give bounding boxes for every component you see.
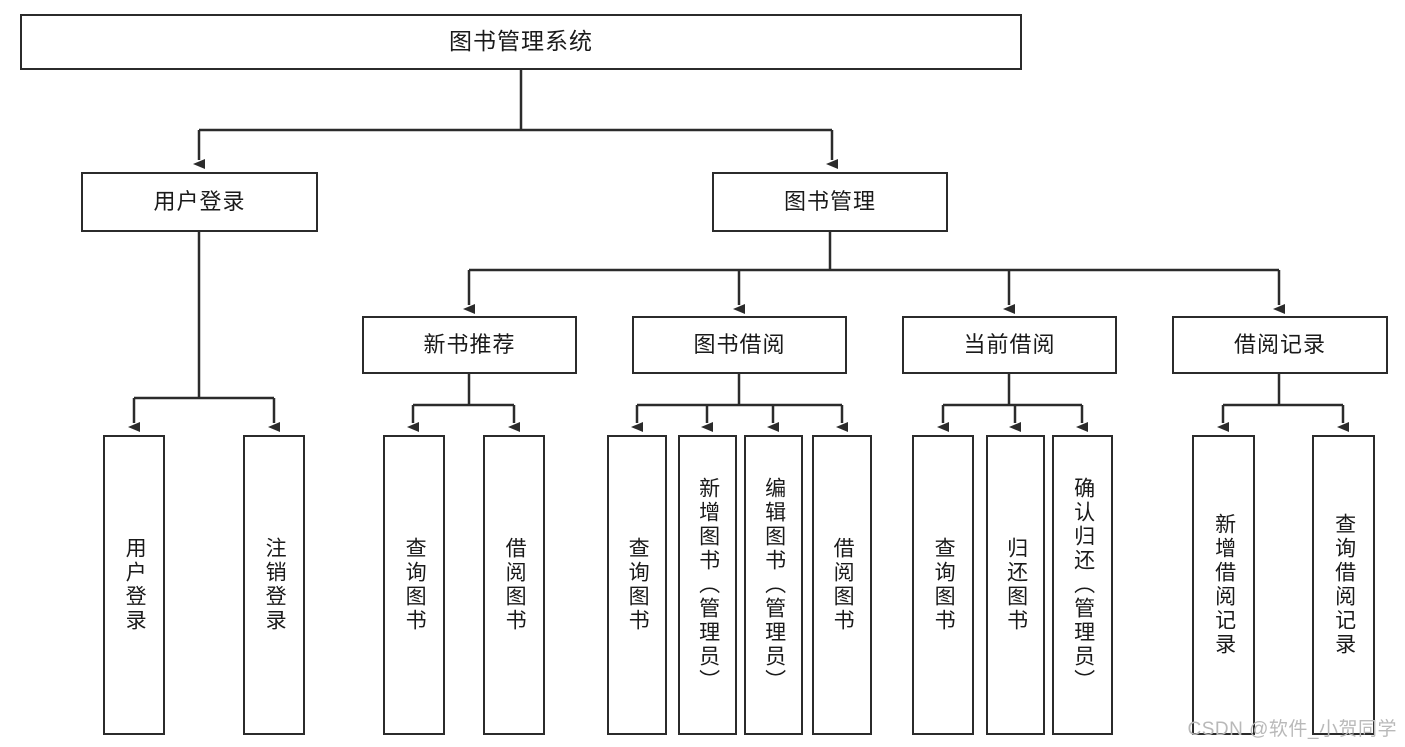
leaf-recommend-query-book[interactable]: 查询图书 bbox=[383, 435, 445, 735]
node-book-borrow[interactable]: 图书借阅 bbox=[632, 316, 847, 374]
node-label: 新书推荐 bbox=[423, 331, 516, 357]
leaf-user-login-logout[interactable]: 注销登录 bbox=[243, 435, 305, 735]
node-label: 编辑图书（管理员） bbox=[762, 477, 786, 693]
node-root-system[interactable]: 图书管理系统 bbox=[20, 14, 1022, 70]
node-book-management[interactable]: 图书管理 bbox=[712, 172, 948, 232]
node-label: 借阅图书 bbox=[503, 537, 527, 633]
node-label: 确认归还（管理员） bbox=[1071, 477, 1095, 693]
leaf-current-confirm-return-admin[interactable]: 确认归还（管理员） bbox=[1052, 435, 1113, 735]
node-label: 图书借阅 bbox=[693, 331, 786, 357]
node-label: 借阅图书 bbox=[831, 537, 855, 633]
leaf-borrow-edit-book-admin[interactable]: 编辑图书（管理员） bbox=[744, 435, 803, 735]
node-label: 注销登录 bbox=[263, 537, 287, 633]
node-label: 新增图书（管理员） bbox=[696, 477, 720, 693]
node-label: 查询图书 bbox=[403, 537, 427, 633]
node-label: 查询图书 bbox=[932, 537, 956, 633]
node-label: 新增借阅记录 bbox=[1212, 513, 1236, 657]
csdn-watermark: CSDN @软件_小贺同学 bbox=[1187, 719, 1397, 740]
node-borrow-record[interactable]: 借阅记录 bbox=[1172, 316, 1388, 374]
leaf-current-return-book[interactable]: 归还图书 bbox=[986, 435, 1045, 735]
node-label: 借阅记录 bbox=[1233, 331, 1326, 357]
node-label: 当前借阅 bbox=[963, 331, 1056, 357]
node-label: 图书管理 bbox=[783, 188, 876, 214]
leaf-borrow-query-book[interactable]: 查询图书 bbox=[607, 435, 667, 735]
leaf-current-query-book[interactable]: 查询图书 bbox=[912, 435, 974, 735]
node-user-login[interactable]: 用户登录 bbox=[81, 172, 318, 232]
leaf-user-login-login[interactable]: 用户登录 bbox=[103, 435, 165, 735]
node-label: 查询图书 bbox=[626, 537, 650, 633]
node-label: 图书管理系统 bbox=[449, 28, 593, 55]
node-label: 归还图书 bbox=[1004, 537, 1028, 633]
node-new-book-recommend[interactable]: 新书推荐 bbox=[362, 316, 577, 374]
leaf-record-query-record[interactable]: 查询借阅记录 bbox=[1312, 435, 1375, 735]
leaf-borrow-borrow-book[interactable]: 借阅图书 bbox=[812, 435, 872, 735]
leaf-recommend-borrow-book[interactable]: 借阅图书 bbox=[483, 435, 545, 735]
node-label: 用户登录 bbox=[123, 537, 147, 633]
node-label: 用户登录 bbox=[153, 188, 246, 214]
leaf-borrow-add-book-admin[interactable]: 新增图书（管理员） bbox=[678, 435, 737, 735]
node-label: 查询借阅记录 bbox=[1332, 513, 1356, 657]
leaf-record-add-record[interactable]: 新增借阅记录 bbox=[1192, 435, 1255, 735]
node-current-borrow[interactable]: 当前借阅 bbox=[902, 316, 1117, 374]
